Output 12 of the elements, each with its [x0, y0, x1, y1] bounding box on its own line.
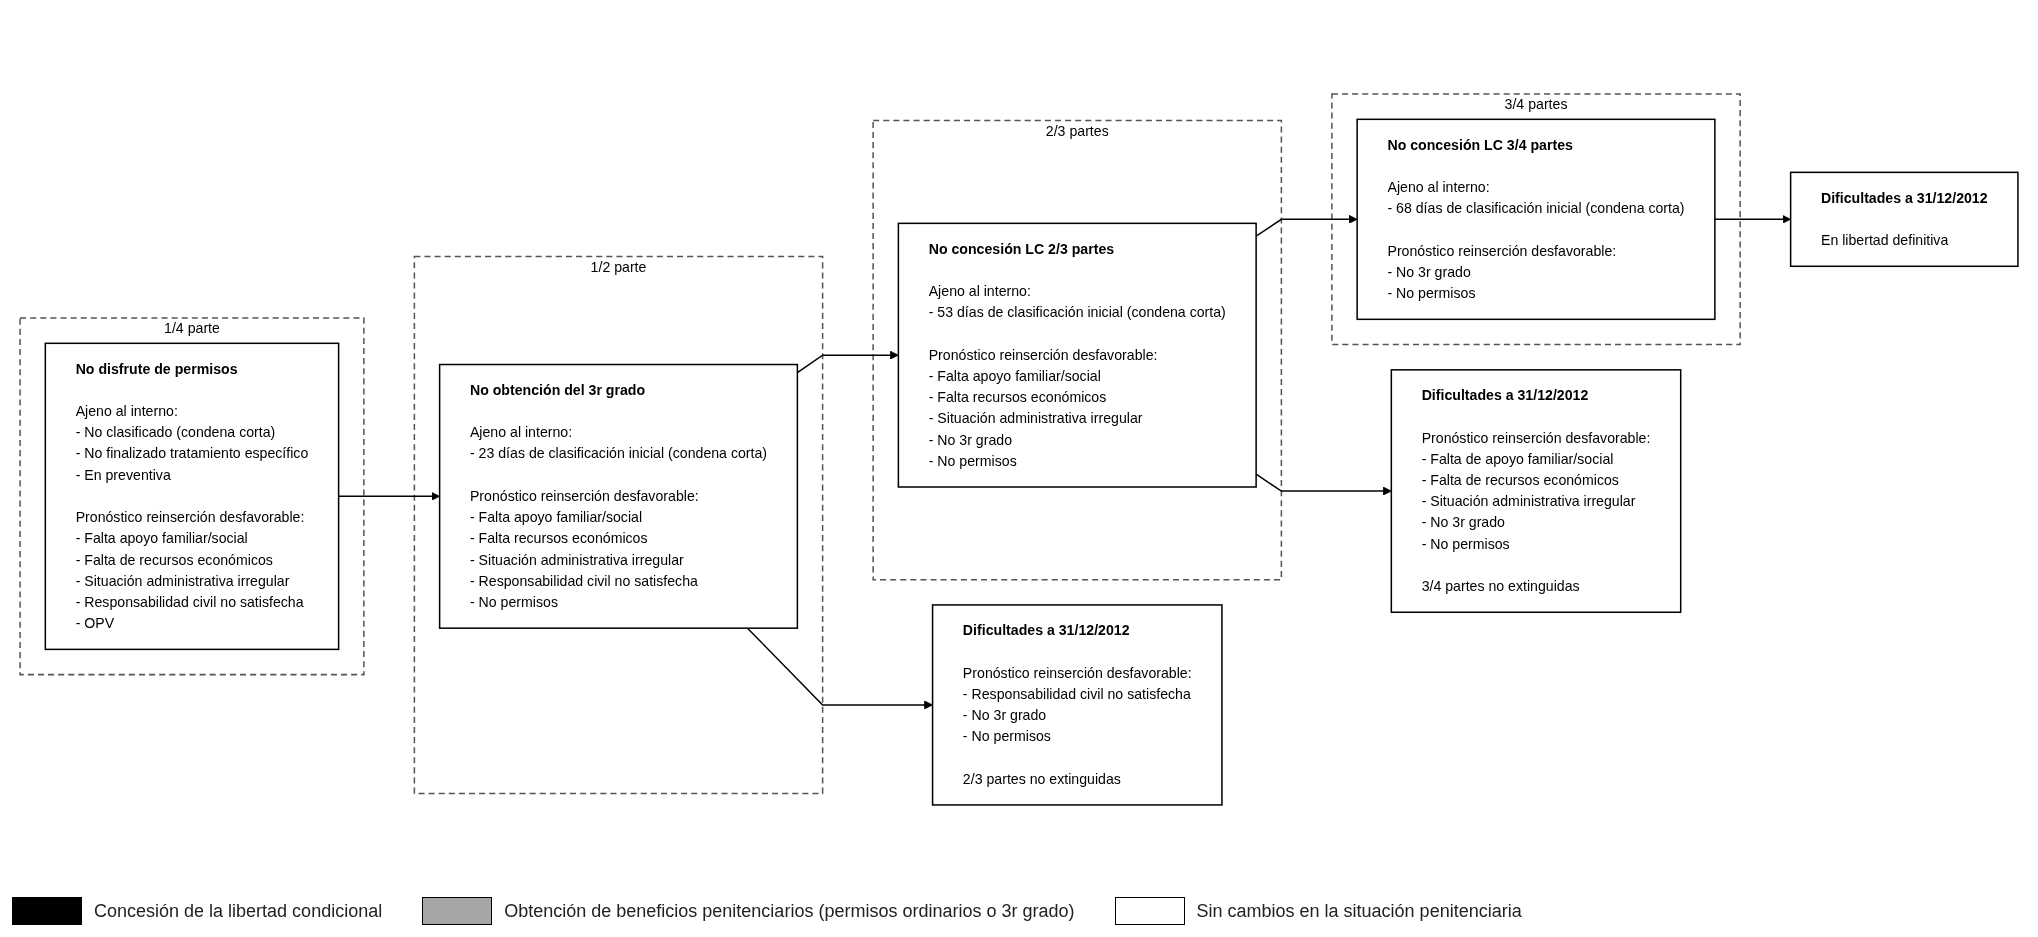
node-box: No concesión LC 2/3 partes Ajeno al interno: - 53 días de clasificación inicial (condena corta) Pronóstico reinserción desfavorable: - Falta apoyo familiar/social - Falta recursos económicos - Situación administrativa irregular - No 3r grado - No permisos	[897, 222, 1257, 488]
node-box: Dificultades a 31/12/2012 Pronóstico reinserción desfavorable: - Responsabilidad civil no satisfecha - No 3r grado - No permisos 2/3 partes no extinguidas	[931, 604, 1223, 806]
node-box: No obtención del 3r grado Ajeno al interno: - 23 días de clasificación inicial (condena corta) Pronóstico reinserción desfavorable: - Falta apoyo familiar/social - Falta recursos económicos - Situación administrativa irregular - Responsabilidad civil no satisfecha - No permisos	[438, 363, 799, 629]
arrow	[746, 627, 933, 710]
node-box: No disfrute de permisos Ajeno al interno: - No clasificado (condena corta) - No finalizado tratamiento específico - En preventiva Pronóstico reinserción desfavorable: - Falta apoyo familiar/social - Falta de recursos económicos - Situación administrativa irregular - Responsabilidad civil no satisfecha - OPV	[44, 342, 340, 651]
node-box: Dificultades a 31/12/2012 En libertad definitiva	[1789, 171, 2019, 268]
legend-text: Sin cambios en la situación penitenciaria	[1196, 900, 1522, 922]
arrow	[796, 350, 899, 374]
legend-text: Obtención de beneficios penitenciarios (permisos ordinarios o 3r grado)	[504, 900, 1075, 922]
node-box: Dificultades a 31/12/2012 Pronóstico reinserción desfavorable: - Falta de apoyo familiar/social - Falta de recursos económicos - Situación administrativa irregular - No 3r grado - No permisos 3/4 partes no extinguidas	[1390, 369, 1682, 613]
node-box: No concesión LC 3/4 partes Ajeno al interno: - 68 días de clasificación inicial (condena corta) Pronóstico reinserción desfavorable: - No 3r grado - No permisos	[1356, 118, 1716, 321]
legend-text: Concesión de la libertad condicional	[94, 900, 383, 922]
